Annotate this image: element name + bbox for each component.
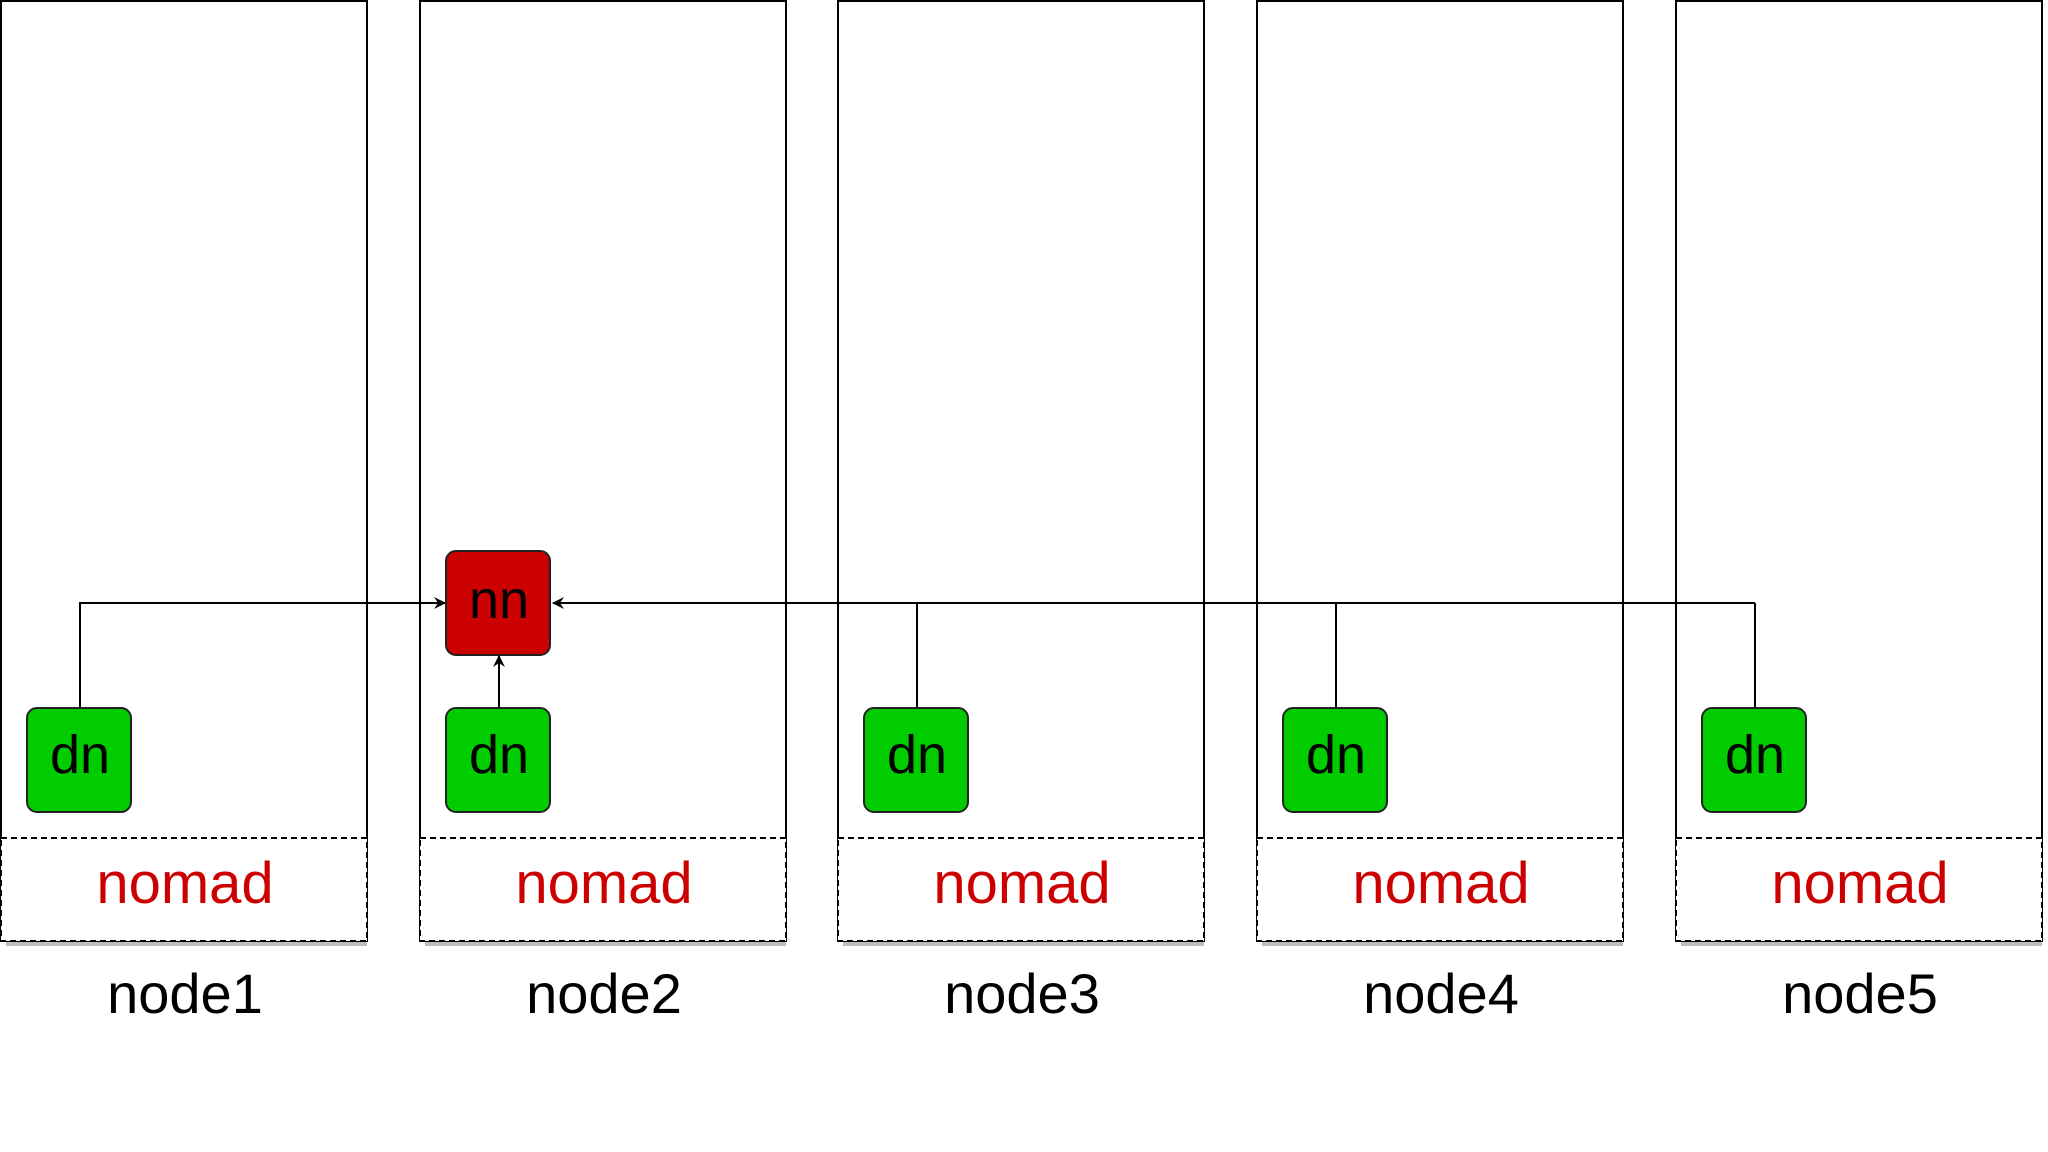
nomad-agent-box [1256, 837, 1624, 942]
node-label: node3 [944, 962, 1100, 1025]
namenode-label: nn [469, 570, 529, 630]
node-2: nomad node2 dn [419, 0, 787, 1025]
datanode-label: dn [1306, 725, 1366, 785]
datanode-label: dn [50, 725, 110, 785]
node-label: node4 [1363, 962, 1519, 1025]
nomad-agent-box [1675, 837, 2043, 942]
connector-node1-to-namenode [79, 597, 446, 708]
nomad-label: nomad [1771, 851, 1948, 916]
datanode-label: dn [1725, 725, 1785, 785]
node-label: node2 [526, 962, 682, 1025]
connections [79, 597, 1756, 708]
namenode: nn [445, 550, 551, 656]
node-3: nomad node3 dn [837, 0, 1205, 1025]
nomad-agent-box [837, 837, 1205, 942]
nomad-label: nomad [96, 851, 273, 916]
nomad-label: nomad [515, 851, 692, 916]
node-label: node5 [1782, 962, 1938, 1025]
nomad-label: nomad [1352, 851, 1529, 916]
datanode-label: dn [887, 725, 947, 785]
nomad-agent-box [0, 837, 368, 942]
node-label: node1 [107, 962, 263, 1025]
node-1: nomad node1 dn [0, 0, 368, 1025]
node-4: nomad node4 dn [1256, 0, 1624, 1025]
namenode-box [445, 550, 551, 656]
datanode-label: dn [469, 725, 529, 785]
node-5: nomad node5 dn [1675, 0, 2043, 1025]
nomad-agent-box [419, 837, 787, 942]
nomad-label: nomad [933, 851, 1110, 916]
